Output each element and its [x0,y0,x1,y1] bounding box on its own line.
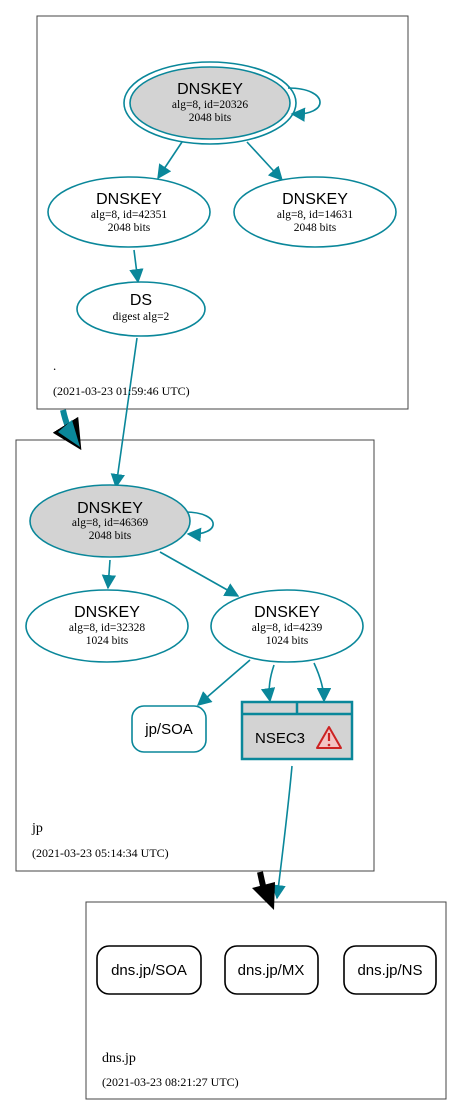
edge-root-zsk1-ds [129,249,144,284]
edge-jp-ksk-zsk2 [159,551,240,597]
edge-jp-zsk2-nsec3-a [260,664,276,703]
node-root-zsk1[interactable]: DNSKEY alg=8, id=42351 2048 bits [47,176,211,248]
node-line1: digest alg=2 [113,311,170,323]
node-dnsjp-mx[interactable]: dns.jp/MX [224,945,319,995]
node-line1: alg=8, id=32328 [69,622,145,634]
node-line1: alg=8, id=42351 [91,209,167,221]
zone-root-timestamp: (2021-03-23 01:59:46 UTC) [53,384,190,398]
node-line2: 2048 bits [108,222,151,234]
edge-root-ksk-zsk1 [157,141,183,180]
node-jp-ksk[interactable]: DNSKEY alg=8, id=46369 2048 bits [29,484,191,558]
node-root-ds[interactable]: DS digest alg=2 [76,281,206,337]
node-label: NSEC3 [255,730,305,747]
node-line2: 2048 bits [294,222,337,234]
zone-root-box [36,15,409,410]
node-jp-nsec3[interactable]: NSEC3 [240,700,354,761]
node-jp-zsk2[interactable]: DNSKEY alg=8, id=4239 1024 bits [210,589,364,663]
node-label: dns.jp/NS [357,962,422,979]
edge-jp-ksk-self [184,511,214,542]
node-title: DNSKEY [77,500,143,517]
edge-ds-jp-ksk [110,337,138,489]
edge-jp-zsk2-soa [196,659,251,706]
zone-jp-timestamp: (2021-03-23 05:14:34 UTC) [32,846,169,860]
zone-dnsjp-name: dns.jp [102,1051,136,1066]
node-label: jp/SOA [144,721,193,738]
edge-jp-ksk-zsk1 [101,559,117,590]
node-title: DNSKEY [177,81,243,98]
node-dnsjp-soa[interactable]: dns.jp/SOA [96,945,202,995]
node-title: DNSKEY [282,191,348,208]
warning-triangle-icon [316,726,342,749]
zone-jp-box [15,439,375,872]
node-line2: 2048 bits [189,112,232,124]
node-line1: alg=8, id=14631 [277,209,353,221]
edge-nsec3-dnsjp [271,765,293,900]
node-label: dns.jp/MX [238,962,305,979]
zone-dnsjp-timestamp: (2021-03-23 08:21:27 UTC) [102,1075,239,1089]
node-jp-soa[interactable]: jp/SOA [131,705,207,753]
node-root-ksk[interactable]: DNSKEY alg=8, id=20326 2048 bits [123,61,297,145]
node-title: DNSKEY [74,604,140,621]
node-line2: 1024 bits [266,635,309,647]
zone-root-name: . [53,358,56,373]
node-line1: alg=8, id=4239 [252,622,323,634]
edge-root-ksk-zsk2 [246,141,283,182]
zone-jp-name: jp [31,821,43,836]
node-root-zsk2[interactable]: DNSKEY alg=8, id=14631 2048 bits [233,176,397,248]
edge-jp-zsk2-nsec3-b [313,662,332,703]
zone-dnsjp-box [85,901,447,1100]
node-jp-zsk1[interactable]: DNSKEY alg=8, id=32328 1024 bits [25,589,189,663]
node-line2: 2048 bits [89,530,132,542]
node-dnsjp-ns[interactable]: dns.jp/NS [343,945,437,995]
node-line2: 1024 bits [86,635,129,647]
node-title: DS [130,292,152,309]
node-title: DNSKEY [96,191,162,208]
node-title: DNSKEY [254,604,320,621]
edge-root-ksk-self [287,87,321,122]
node-line1: alg=8, id=20326 [172,99,248,111]
node-label: dns.jp/SOA [111,962,187,979]
node-line1: alg=8, id=46369 [72,517,148,529]
